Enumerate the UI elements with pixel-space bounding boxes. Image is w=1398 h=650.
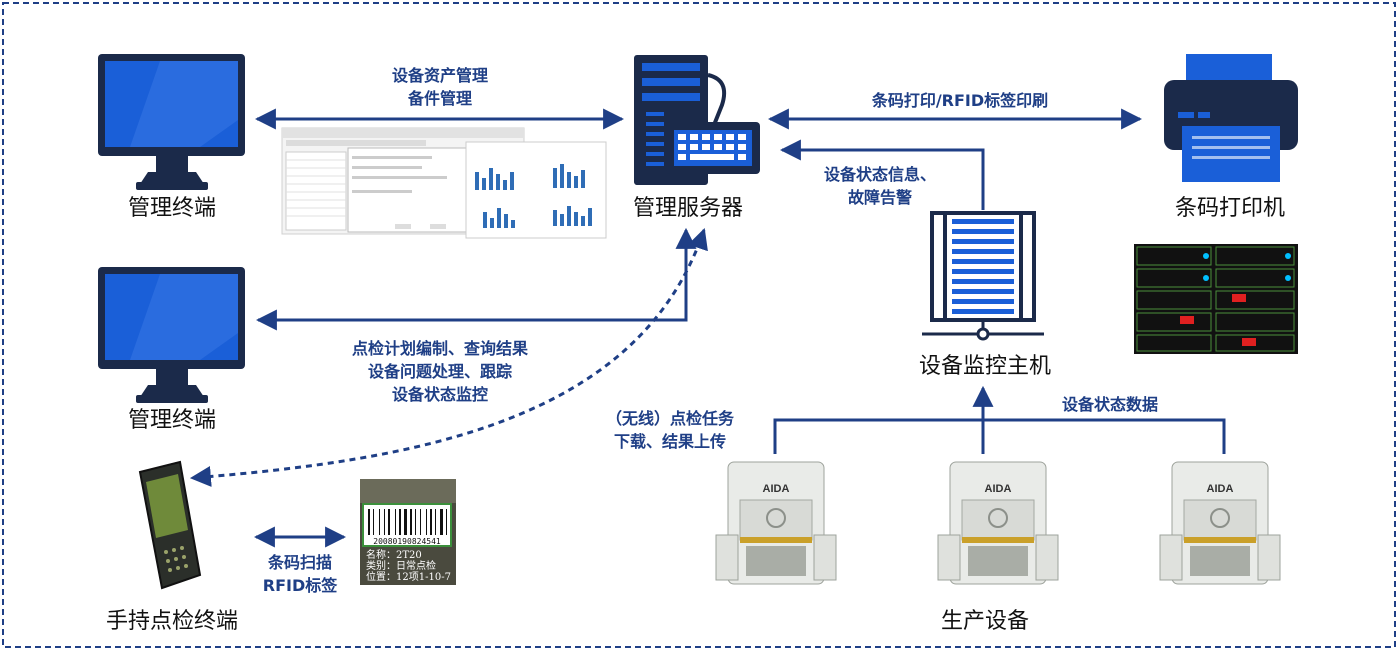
label-line: RFID标签 bbox=[262, 576, 338, 595]
node-handheld: 手持点检终端 bbox=[105, 609, 238, 634]
edge-monitor-server bbox=[779, 139, 985, 210]
label-line: 备件管理 bbox=[407, 89, 472, 108]
handheld-terminal-icon bbox=[138, 460, 202, 590]
node-printer: 条码打印机 bbox=[1174, 196, 1285, 221]
label-line: （无线）点检任务 bbox=[605, 409, 734, 428]
node-mgmt-terminal-2: 管理终端 bbox=[127, 408, 216, 433]
press-machine-icon: AIDA bbox=[937, 461, 1059, 585]
label-line: 设备问题处理、跟踪 bbox=[367, 362, 512, 381]
barcode-category: 类别：日常点检 bbox=[366, 559, 436, 572]
label-line: 设备资产管理 bbox=[391, 66, 488, 85]
barcode-label-photo: 20080190824541 名称：2T20 类别：日常点检 位置：12项1-1… bbox=[360, 479, 456, 585]
label-inspection: 点检计划编制、查询结果 设备问题处理、跟踪 设备状态监控 bbox=[330, 337, 550, 406]
press-brand-label: AIDA bbox=[985, 483, 1012, 495]
press-brand-label: AIDA bbox=[1207, 483, 1234, 495]
press-brand-label: AIDA bbox=[763, 483, 790, 495]
node-server: 管理服务器 bbox=[632, 196, 743, 221]
label-scan: 条码扫描 RFID标签 bbox=[250, 551, 350, 597]
label-asset-mgmt: 设备资产管理 备件管理 bbox=[340, 64, 540, 110]
press-machine-icon: AIDA bbox=[715, 461, 837, 585]
label-line: 设备状态监控 bbox=[391, 385, 488, 404]
server-icon bbox=[634, 55, 760, 185]
monitoring-screenshot bbox=[1134, 244, 1298, 354]
label-line: 故障告警 bbox=[847, 188, 912, 207]
node-monitor-host: 设备监控主机 bbox=[918, 354, 1051, 379]
node-mgmt-terminal-1: 管理终端 bbox=[127, 196, 216, 221]
label-print: 条码打印/RFID标签印刷 bbox=[871, 91, 1049, 110]
label-line: 设备状态信息、 bbox=[823, 165, 936, 184]
barcode-location: 位置：12项1-10-7 bbox=[366, 570, 451, 583]
barcode-name: 名称：2T20 bbox=[366, 548, 422, 561]
label-line: 下载、结果上传 bbox=[613, 432, 726, 451]
barcode-number: 20080190824541 bbox=[373, 537, 441, 546]
monitoring-host-icon bbox=[922, 211, 1044, 341]
label-wireless: （无线）点检任务 下载、结果上传 bbox=[570, 407, 770, 453]
node-production: 生产设备 bbox=[940, 609, 1029, 634]
label-line: 条码扫描 bbox=[267, 553, 332, 572]
bus-production bbox=[773, 418, 1226, 454]
press-machine-icon: AIDA bbox=[1159, 461, 1281, 585]
edge-wireless bbox=[189, 228, 708, 487]
monitor-icon bbox=[98, 54, 245, 190]
label-line: 点检计划编制、查询结果 bbox=[351, 339, 528, 358]
software-screenshot bbox=[281, 127, 607, 239]
monitor-icon bbox=[98, 267, 245, 403]
label-status-info: 设备状态信息、 故障告警 bbox=[800, 163, 960, 209]
edge-server-terminal2 bbox=[255, 227, 697, 331]
label-status-data: 设备状态数据 bbox=[1061, 395, 1158, 414]
printer-icon bbox=[1164, 54, 1298, 182]
